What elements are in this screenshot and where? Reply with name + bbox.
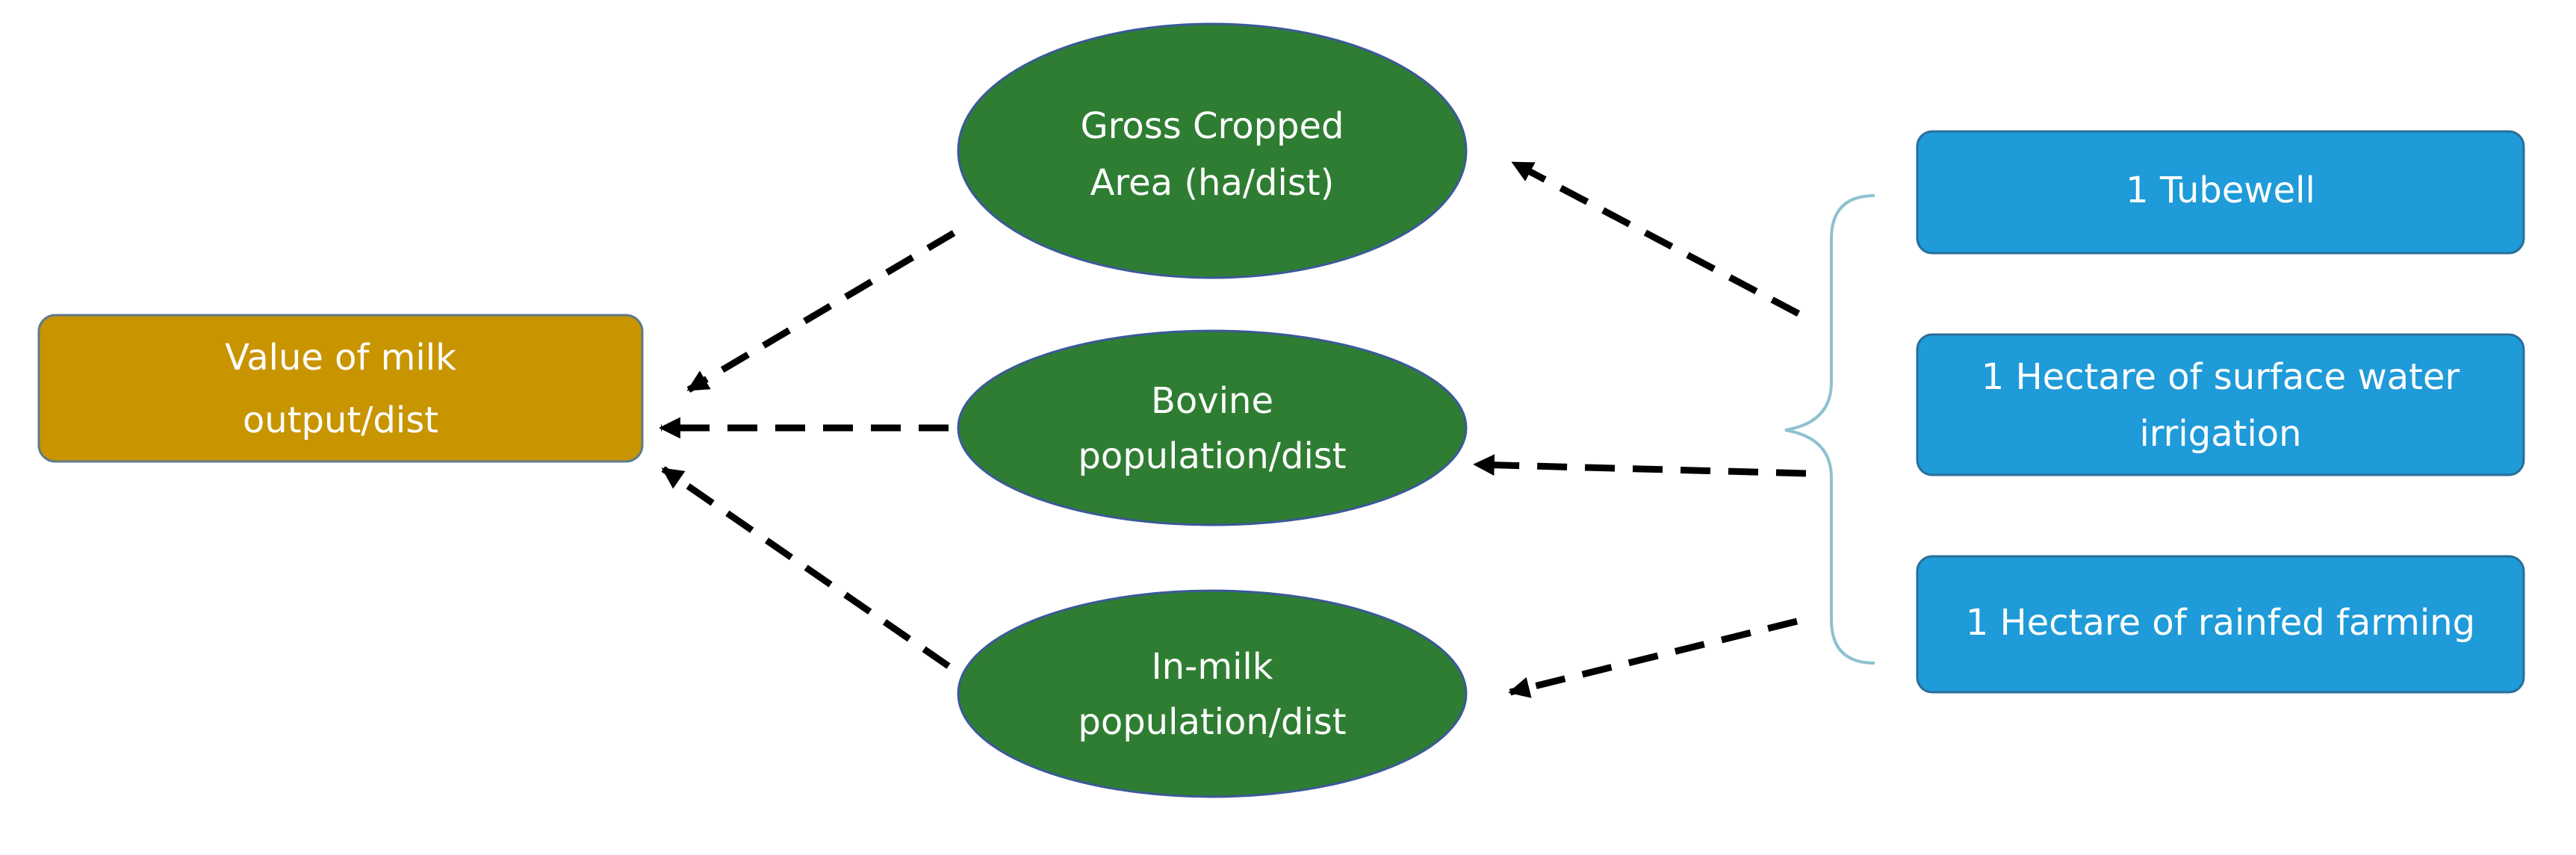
bovine-population-label-line1: Bovine xyxy=(1151,380,1273,422)
gross-cropped-area-label-line2: Area (ha/dist) xyxy=(1090,162,1335,204)
surface-water-label-line2: irrigation xyxy=(2139,413,2301,455)
arrow-in-milk-population-to-outcome xyxy=(661,466,951,669)
arrow-inputs-to-in-milk-population xyxy=(1508,618,1798,698)
outcome-node: Value of milk output/dist xyxy=(37,314,644,463)
gross-cropped-area-node: Gross Cropped Area (ha/dist) xyxy=(957,22,1468,279)
in-milk-population-ellipse xyxy=(957,589,1468,798)
bovine-population-label-line2: population/dist xyxy=(1078,435,1346,477)
surface-water-box xyxy=(1916,333,2525,476)
input-group-brace xyxy=(1784,194,1875,665)
arrow-inputs-to-gross-cropped-area xyxy=(1511,160,1801,317)
surface-water-label-line1: 1 Hectare of surface water xyxy=(1981,356,2460,398)
arrow-inputs-to-bovine-population xyxy=(1473,454,1807,477)
in-milk-population-label-line2: population/dist xyxy=(1078,701,1346,743)
in-milk-population-node: In-milk population/dist xyxy=(957,589,1468,798)
outcome-box xyxy=(37,314,644,463)
gross-cropped-area-ellipse xyxy=(957,22,1468,279)
rainfed-node: 1 Hectare of rainfed farming xyxy=(1916,555,2525,694)
bovine-population-node: Bovine population/dist xyxy=(957,329,1468,526)
rainfed-label: 1 Hectare of rainfed farming xyxy=(1966,602,2475,644)
arrow-gross-cropped-area-to-outcome xyxy=(686,230,956,393)
outcome-label-line1: Value of milk xyxy=(225,337,456,379)
rainfed-box xyxy=(1916,555,2525,694)
tubewell-node: 1 Tubewell xyxy=(1916,130,2525,255)
tubewell-box xyxy=(1916,130,2525,255)
outcome-label-line2: output/dist xyxy=(243,399,438,441)
bovine-population-ellipse xyxy=(957,329,1468,526)
tubewell-label: 1 Tubewell xyxy=(2126,170,2315,211)
surface-water-node: 1 Hectare of surface water irrigation xyxy=(1916,333,2525,476)
in-milk-population-label-line1: In-milk xyxy=(1151,646,1273,688)
gross-cropped-area-label-line1: Gross Cropped xyxy=(1080,105,1344,147)
